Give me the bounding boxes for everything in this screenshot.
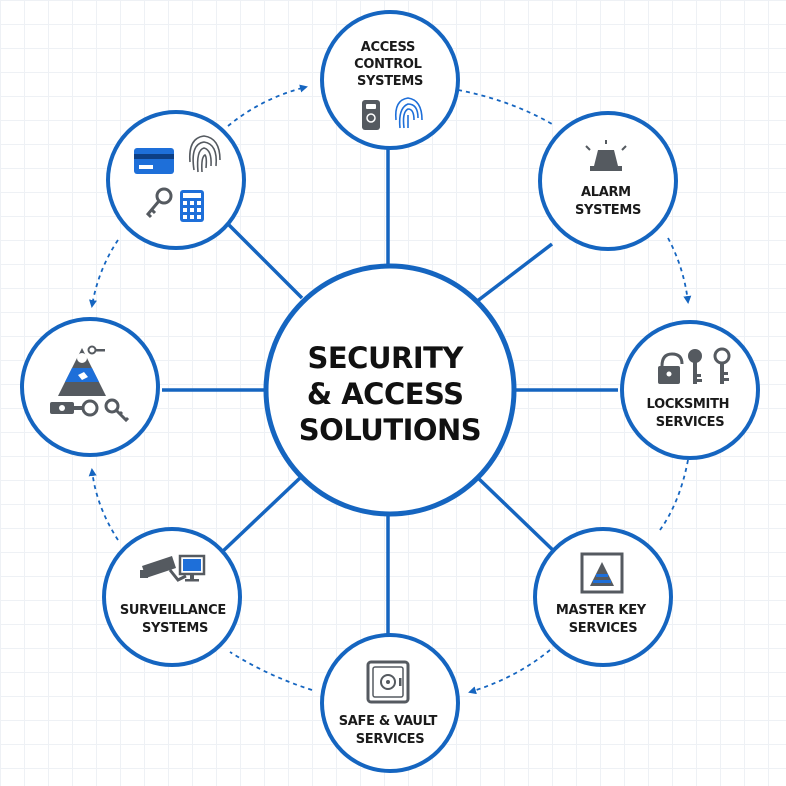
hub-node: SECURITY & ACCESS SOLUTIONS <box>263 263 517 517</box>
svg-text:SURVEILLANCE SYSTEMS: SURVEILLANCE SYSTEMS <box>120 603 230 636</box>
node-key-hierarchy[interactable] <box>20 317 160 457</box>
node-label-line: MASTER KEY <box>556 603 647 618</box>
node-label-line: CONTROL <box>354 57 422 72</box>
cycle-arrow <box>229 651 313 691</box>
node-label-line: LOCKSMITH <box>647 397 730 412</box>
node-surveillance[interactable]: SURVEILLANCE SYSTEMS <box>102 527 242 667</box>
credit-card-icon <box>134 148 174 174</box>
node-label-line: SYSTEMS <box>142 621 208 636</box>
node-label-line: SERVICES <box>356 732 425 747</box>
cycle-arrow <box>89 239 119 308</box>
cycle-arrows <box>88 84 692 695</box>
node-label-line: SERVICES <box>656 415 725 430</box>
hub-title-line: SECURITY <box>307 341 464 375</box>
node-label-line: SURVEILLANCE <box>120 603 226 618</box>
svg-text:SAFE & VAULT SERVICES: SAFE & VAULT SERVICES <box>339 714 442 747</box>
node-label-line: SAFE & VAULT <box>339 714 438 729</box>
node-access-control[interactable]: ACCESS CONTROL SYSTEMS <box>320 10 460 150</box>
keys-icon <box>50 398 130 423</box>
master-key-pyramid-icon <box>580 552 624 594</box>
keycard-reader-icon <box>362 100 380 130</box>
cycle-arrow <box>457 89 553 125</box>
svg-text:LOCKSMITH SERVICES: LOCKSMITH SERVICES <box>647 397 734 430</box>
spokes <box>162 147 618 640</box>
monitor-icon <box>178 554 206 582</box>
cctv-camera-icon <box>140 556 187 582</box>
fingerprint-icon <box>188 135 221 173</box>
node-master-key[interactable]: MASTER KEY SERVICES <box>533 527 673 667</box>
key-icon <box>87 345 105 355</box>
node-label-line: SERVICES <box>569 621 638 636</box>
hub-title-line: & ACCESS <box>307 377 464 411</box>
safe-icon <box>366 660 410 704</box>
node-label-line: ACCESS <box>361 40 415 55</box>
spoke-line <box>476 476 560 557</box>
svg-text:ALARM SYSTEMS: ALARM SYSTEMS <box>575 185 641 218</box>
node-label-line: SYSTEMS <box>357 74 423 89</box>
node-alarm[interactable]: ALARM SYSTEMS <box>538 111 678 251</box>
key-pyramid-icon <box>58 345 106 396</box>
spoke-line <box>474 242 554 304</box>
alarm-siren-icon <box>585 140 627 171</box>
svg-text:MASTER KEY SERVICES: MASTER KEY SERVICES <box>556 603 650 636</box>
hub-title: SECURITY & ACCESS SOLUTIONS <box>299 341 481 447</box>
cycle-arrow <box>667 237 692 304</box>
spoke-line <box>226 222 304 300</box>
node-locksmith[interactable]: LOCKSMITH SERVICES <box>620 320 760 460</box>
keypad-icon <box>180 190 204 222</box>
cycle-arrow <box>659 459 689 531</box>
cycle-arrow <box>468 649 551 695</box>
cycle-arrow <box>88 468 119 541</box>
spoke-line <box>220 476 302 554</box>
cycle-arrow <box>227 84 308 127</box>
node-label-line: ALARM <box>581 185 631 200</box>
node-access-tools[interactable] <box>106 110 246 250</box>
key-icon <box>688 349 702 384</box>
padlock-icon <box>658 352 684 384</box>
fingerprint-icon <box>394 97 423 129</box>
key-icon <box>713 347 731 384</box>
node-label-line: SYSTEMS <box>575 203 641 218</box>
node-safe-vault[interactable]: SAFE & VAULT SERVICES <box>320 633 460 773</box>
key-icon <box>145 187 173 219</box>
svg-text:ACCESS CONTROL SYS: ACCESS CONTROL SYSTEMS <box>354 40 426 89</box>
hub-title-line: SOLUTIONS <box>299 413 481 447</box>
